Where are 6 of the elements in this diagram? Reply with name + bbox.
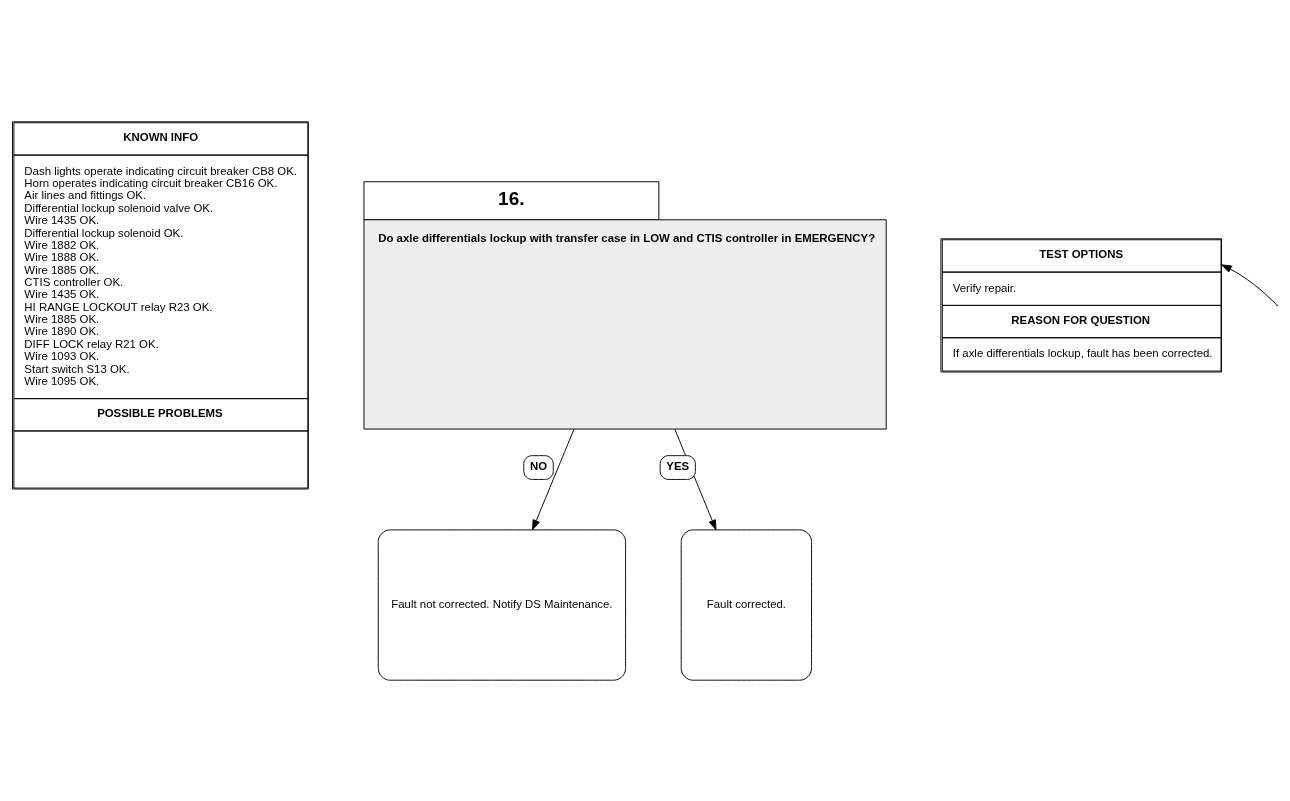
arrow — [1221, 263, 1278, 305]
edge-label: YES — [666, 459, 690, 472]
node-box: Fault corrected. — [680, 528, 812, 681]
arrow — [532, 428, 575, 530]
node-box: Fault not corrected. Notify DS Maintenance. — [377, 528, 627, 681]
edge-label: NO — [529, 459, 548, 472]
